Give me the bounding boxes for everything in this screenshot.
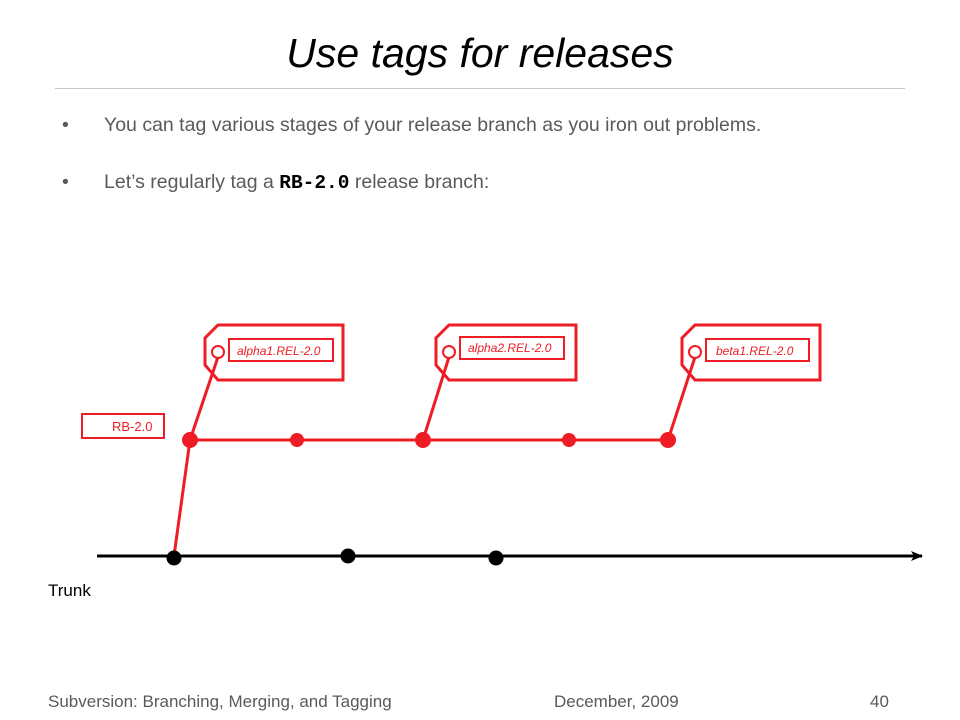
bullet-marker: • xyxy=(62,114,69,136)
tag-label-box xyxy=(228,338,334,362)
tag-label: alpha1.REL-2.0 xyxy=(237,344,321,358)
bullet-item: • Let’s regularly tag a RB-2.0 release b… xyxy=(62,169,862,197)
bullet-text-suffix: release branch: xyxy=(349,171,490,193)
bullet-text: You can tag various stages of your relea… xyxy=(104,114,762,136)
tag-label: alpha2.REL-2.0 xyxy=(468,341,552,355)
title-divider xyxy=(55,88,905,89)
branch-node xyxy=(562,433,576,447)
bullet-marker: • xyxy=(62,171,69,193)
branch-code: RB-2.0 xyxy=(279,172,350,194)
branch-label: RB-2.0 xyxy=(112,419,152,434)
tag-label-box xyxy=(459,336,565,360)
trunk-node xyxy=(488,550,504,566)
tag-label: beta1.REL-2.0 xyxy=(716,344,794,358)
branch-node xyxy=(182,432,198,448)
trunk-node xyxy=(166,550,182,566)
page-number: 40 xyxy=(870,692,889,711)
branch-node xyxy=(290,433,304,447)
tag-string xyxy=(421,356,451,441)
bullet-list: • You can tag various stages of your rel… xyxy=(62,112,862,227)
tag-label-box xyxy=(705,338,810,362)
branch-node xyxy=(415,432,431,448)
trunk-node xyxy=(340,548,356,564)
branch-node xyxy=(660,432,676,448)
bullet-text-prefix: Let’s regularly tag a xyxy=(104,171,280,193)
tag-hole-icon xyxy=(211,345,225,359)
slide-title: Use tags for releases xyxy=(286,30,674,76)
trunk-label: Trunk xyxy=(48,581,91,600)
footer-title: Subversion: Branching, Merging, and Tagg… xyxy=(48,692,392,711)
tag-hole-icon xyxy=(688,345,702,359)
tag-string xyxy=(188,356,220,441)
bullet-item: • You can tag various stages of your rel… xyxy=(62,112,862,139)
footer-date: December, 2009 xyxy=(554,692,679,711)
branch-connector xyxy=(172,439,192,557)
branch-label-box xyxy=(81,413,165,439)
tag-string xyxy=(666,356,697,441)
tag-hole-icon xyxy=(442,345,456,359)
